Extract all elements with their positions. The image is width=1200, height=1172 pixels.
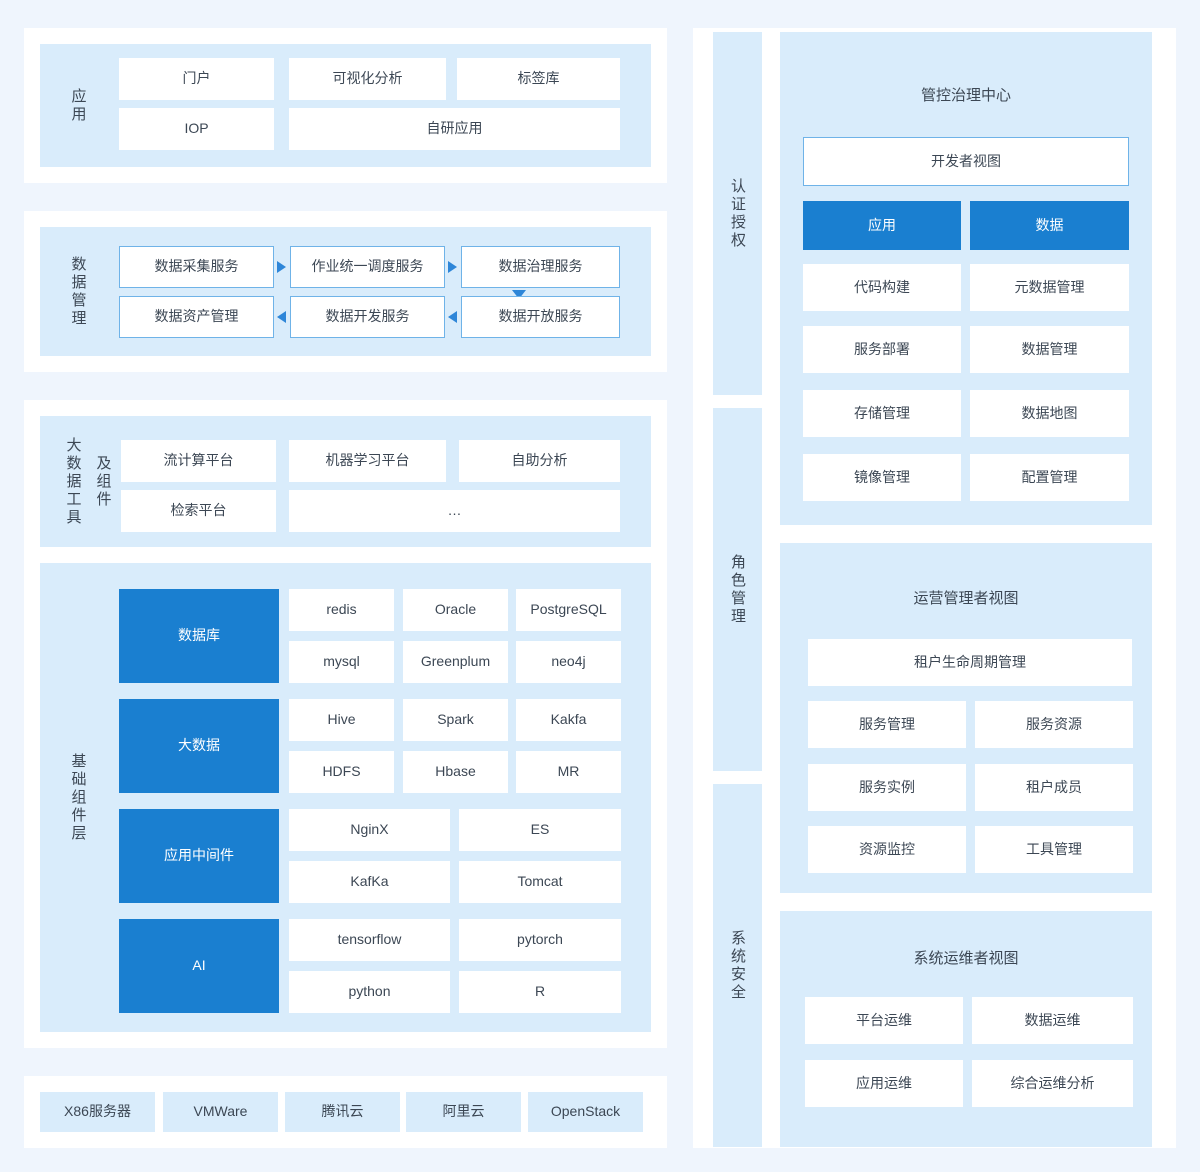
vertical-strip-auth[interactable]: 认证授权: [713, 32, 762, 395]
arrow-open-to-development: [448, 311, 457, 323]
component-item-greenplum[interactable]: Greenplum: [403, 641, 508, 683]
governance-item-service-deployment[interactable]: 服务部署: [803, 326, 961, 373]
arrow-development-to-asset: [277, 311, 286, 323]
governance-item-image-management[interactable]: 镜像管理: [803, 454, 961, 501]
component-item-hbase[interactable]: Hbase: [403, 751, 508, 793]
governance-item-data-map[interactable]: 数据地图: [970, 390, 1129, 437]
component-item-oracle[interactable]: Oracle: [403, 589, 508, 631]
infra-item-tencent-cloud[interactable]: 腾讯云: [285, 1092, 400, 1132]
operations-item-tenant-members[interactable]: 租户成员: [975, 764, 1133, 811]
operations-item-tool-management[interactable]: 工具管理: [975, 826, 1133, 873]
tool-item-search-platform[interactable]: 检索平台: [121, 490, 276, 532]
governance-title: 管控治理中心: [920, 87, 1011, 104]
dm-item-open-service[interactable]: 数据开放服务: [461, 296, 620, 338]
operations-item-service-management[interactable]: 服务管理: [808, 701, 966, 748]
app-item-iop[interactable]: IOP: [119, 108, 274, 150]
data-management-label: 数据管理: [69, 256, 87, 328]
vertical-strip-security-label: 系统安全: [729, 929, 746, 1002]
app-item-portal[interactable]: 门户: [119, 58, 274, 100]
sysops-title: 系统运维者视图: [913, 950, 1019, 967]
operations-item-service-instance[interactable]: 服务实例: [808, 764, 966, 811]
infra-item-vmware[interactable]: VMWare: [163, 1092, 278, 1132]
infra-item-x86[interactable]: X86服务器: [40, 1092, 155, 1132]
component-item-pytorch[interactable]: pytorch: [459, 919, 621, 961]
vertical-strip-role-label: 角色管理: [729, 553, 746, 626]
sysops-item-application-ops[interactable]: 应用运维: [805, 1060, 963, 1107]
component-item-python[interactable]: python: [289, 971, 450, 1013]
operations-item-resource-monitoring[interactable]: 资源监控: [808, 826, 966, 873]
dm-item-development-service[interactable]: 数据开发服务: [290, 296, 445, 338]
component-item-hive[interactable]: Hive: [289, 699, 394, 741]
vertical-strip-security[interactable]: 系统安全: [713, 784, 762, 1147]
sysops-item-platform-ops[interactable]: 平台运维: [805, 997, 963, 1044]
tool-item-ml-platform[interactable]: 机器学习平台: [289, 440, 446, 482]
bigdata-tools-label-b: 及组件: [94, 455, 112, 509]
component-item-r[interactable]: R: [459, 971, 621, 1013]
dm-item-asset-management[interactable]: 数据资产管理: [119, 296, 274, 338]
component-item-kafka-middleware[interactable]: KafKa: [289, 861, 450, 903]
operations-title: 运营管理者视图: [913, 590, 1019, 607]
application-label: 应用: [69, 88, 87, 124]
component-item-hdfs[interactable]: HDFS: [289, 751, 394, 793]
operations-item-service-resources[interactable]: 服务资源: [975, 701, 1133, 748]
governance-featured-developer-view[interactable]: 开发者视图: [803, 137, 1129, 186]
component-item-neo4j[interactable]: neo4j: [516, 641, 621, 683]
infra-item-alibaba-cloud[interactable]: 阿里云: [406, 1092, 521, 1132]
component-item-postgresql[interactable]: PostgreSQL: [516, 589, 621, 631]
arrow-governance-to-open: [512, 290, 526, 299]
governance-item-code-build[interactable]: 代码构建: [803, 264, 961, 311]
governance-item-storage-management[interactable]: 存储管理: [803, 390, 961, 437]
component-item-mysql[interactable]: mysql: [289, 641, 394, 683]
tool-item-stream-platform[interactable]: 流计算平台: [121, 440, 276, 482]
governance-item-data-management[interactable]: 数据管理: [970, 326, 1129, 373]
component-item-tomcat[interactable]: Tomcat: [459, 861, 621, 903]
app-item-self-developed[interactable]: 自研应用: [289, 108, 620, 150]
dm-item-collection-service[interactable]: 数据采集服务: [119, 246, 274, 288]
governance-item-config-management[interactable]: 配置管理: [970, 454, 1129, 501]
component-item-nginx[interactable]: NginX: [289, 809, 450, 851]
base-components-label: 基础组件层: [69, 753, 87, 843]
governance-highlight-data[interactable]: 数据: [970, 201, 1129, 250]
component-item-spark[interactable]: Spark: [403, 699, 508, 741]
vertical-strip-auth-label: 认证授权: [729, 177, 746, 250]
component-group-ai[interactable]: AI: [119, 919, 279, 1013]
dm-item-job-schedule-service[interactable]: 作业统一调度服务: [290, 246, 445, 288]
app-item-tag-library[interactable]: 标签库: [457, 58, 620, 100]
tool-item-more[interactable]: …: [289, 490, 620, 532]
dm-item-governance-service[interactable]: 数据治理服务: [461, 246, 620, 288]
bigdata-tools-label-a: 大数据工具: [64, 437, 82, 527]
sysops-item-data-ops[interactable]: 数据运维: [972, 997, 1133, 1044]
component-item-kafka[interactable]: Kakfa: [516, 699, 621, 741]
app-item-visual-analysis[interactable]: 可视化分析: [289, 58, 446, 100]
component-item-es[interactable]: ES: [459, 809, 621, 851]
sysops-item-integrated-ops-analysis[interactable]: 综合运维分析: [972, 1060, 1133, 1107]
component-group-database[interactable]: 数据库: [119, 589, 279, 683]
component-group-middleware[interactable]: 应用中间件: [119, 809, 279, 903]
component-item-mr[interactable]: MR: [516, 751, 621, 793]
component-group-bigdata[interactable]: 大数据: [119, 699, 279, 793]
arrow-schedule-to-governance: [448, 261, 457, 273]
governance-highlight-application[interactable]: 应用: [803, 201, 961, 250]
operations-featured-tenant-lifecycle[interactable]: 租户生命周期管理: [808, 639, 1132, 686]
tool-item-self-service-analysis[interactable]: 自助分析: [459, 440, 620, 482]
governance-item-metadata-management[interactable]: 元数据管理: [970, 264, 1129, 311]
component-item-tensorflow[interactable]: tensorflow: [289, 919, 450, 961]
component-item-redis[interactable]: redis: [289, 589, 394, 631]
arrow-collection-to-schedule: [277, 261, 286, 273]
vertical-strip-role[interactable]: 角色管理: [713, 408, 762, 771]
infra-item-openstack[interactable]: OpenStack: [528, 1092, 643, 1132]
